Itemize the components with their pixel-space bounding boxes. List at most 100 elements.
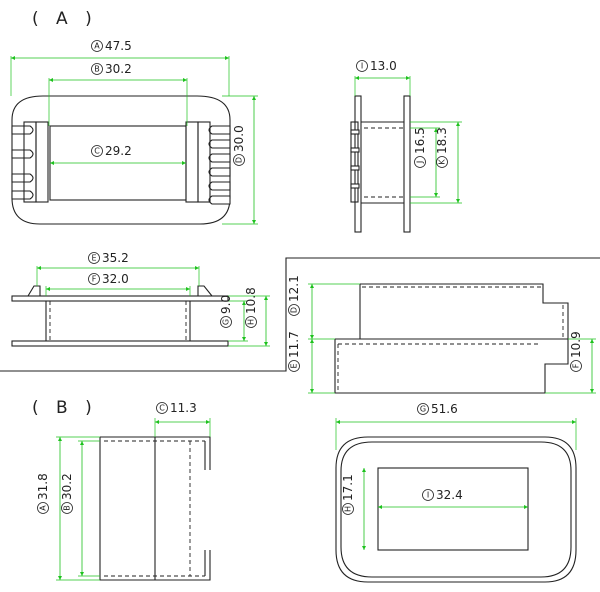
dimension-value: 18.3: [435, 127, 449, 154]
dimension-label-a1: A 47.5: [91, 39, 132, 53]
dimension-label-f1: F 32.0: [88, 272, 129, 286]
dim-a1: [10, 56, 230, 96]
dimension-label-a2: A 31.8: [36, 473, 50, 514]
dim-j1: [410, 127, 440, 198]
dimension-marker-circle: [245, 316, 257, 328]
dimension-label-d2: D 12.1: [287, 275, 301, 316]
dim-k1: [410, 121, 462, 204]
dimension-marker-letter: A: [94, 42, 100, 51]
dimension-marker-circle: [288, 360, 300, 372]
dimension-marker-letter: K: [438, 159, 447, 165]
section-divider: [0, 257, 600, 372]
dimension-marker-letter: E: [290, 363, 299, 368]
bobbin-side-view: [350, 95, 411, 233]
dimension-marker-letter: A: [39, 505, 48, 511]
dimension-marker-letter: I: [427, 491, 429, 500]
dimension-marker-letter: D: [290, 307, 299, 313]
dimension-value: 30.2: [60, 473, 74, 500]
dimension-value: 32.0: [102, 272, 129, 286]
dimension-marker-letter: G: [222, 319, 231, 325]
dim-f2: [545, 338, 596, 394]
dimension-label-c1: C 29.2: [91, 144, 132, 158]
dimension-marker-letter: H: [344, 506, 353, 512]
dimension-value: 11.3: [170, 401, 197, 415]
core-b-front-view: [99, 436, 211, 581]
dim-g2: [335, 418, 577, 450]
dimension-marker-letter: G: [420, 405, 426, 414]
dimension-marker-circle: [417, 403, 429, 415]
dimension-value: 29.2: [105, 144, 132, 158]
dim-e1: [36, 266, 200, 286]
dimension-value: 10.9: [569, 331, 583, 358]
dimension-marker-circle: [356, 60, 368, 72]
dim-g1: [228, 300, 248, 342]
dimension-marker-letter: H: [247, 319, 256, 325]
dimension-marker-letter: B: [63, 505, 72, 511]
dim-b2: [78, 440, 100, 577]
core-side-view: [334, 283, 569, 394]
core-b-top-view: [335, 436, 577, 583]
dimension-label-c2: C 11.3: [156, 401, 197, 415]
dimension-value: 16.5: [413, 127, 427, 154]
dimension-marker-letter: C: [94, 147, 100, 156]
dim-h1: [228, 295, 270, 347]
dimension-value: 51.6: [431, 402, 458, 416]
dimension-marker-circle: [88, 273, 100, 285]
dimension-label-i1: I 13.0: [356, 59, 397, 73]
dimension-label-j1: J 16.5: [413, 127, 427, 168]
bobbin-front-view: [11, 285, 229, 347]
dimension-marker-circle: [570, 360, 582, 372]
dimension-marker-circle: [61, 502, 73, 514]
dimension-marker-circle: [422, 489, 434, 501]
dim-d2: [308, 283, 360, 340]
dimension-label-e2: E 11.7: [287, 331, 301, 372]
dim-a2: [56, 436, 100, 581]
dimension-marker-letter: C: [159, 404, 165, 413]
dimension-value: 12.1: [287, 275, 301, 302]
dimension-value: 31.8: [36, 473, 50, 500]
dim-f1: [45, 286, 191, 296]
dimension-value: 32.4: [436, 488, 463, 502]
section-a-label: ( A ): [32, 9, 98, 29]
dimension-value: 17.1: [341, 474, 355, 501]
dimension-marker-circle: [288, 304, 300, 316]
dimension-marker-circle: [156, 402, 168, 414]
dim-i1: [354, 76, 411, 96]
dimension-value: 10.8: [244, 287, 258, 314]
dim-c2: [154, 418, 211, 437]
dimension-value: 30.0: [232, 125, 246, 152]
dimension-value: 30.2: [105, 62, 132, 76]
dimension-marker-circle: [414, 156, 426, 168]
dimension-marker-letter: D: [235, 157, 244, 163]
dimension-marker-letter: F: [572, 363, 581, 368]
dimension-marker-letter: I: [361, 62, 363, 71]
section-b-label: ( B ): [32, 398, 98, 418]
dim-d1: [222, 95, 258, 225]
dimension-value: 9.0: [219, 295, 233, 314]
dimension-label-b2: B 30.2: [60, 473, 74, 514]
dimension-marker-circle: [220, 316, 232, 328]
dimension-value: 13.0: [370, 59, 397, 73]
dim-e2: [308, 339, 335, 394]
dimension-label-k1: K 18.3: [435, 127, 449, 168]
dimension-marker-circle: [342, 503, 354, 515]
dimension-value: 35.2: [102, 251, 129, 265]
dimension-value: 47.5: [105, 39, 132, 53]
dimension-value: 11.7: [287, 331, 301, 358]
dimension-marker-letter: J: [416, 161, 425, 164]
dimension-marker-circle: [233, 154, 245, 166]
dimension-marker-circle: [436, 156, 448, 168]
dim-b1: [48, 78, 188, 126]
dimension-label-i2: I 32.4: [422, 488, 463, 502]
dimension-marker-circle: [91, 40, 103, 52]
dimension-label-g1: G 9.0: [219, 295, 233, 328]
dimension-label-f2: F 10.9: [569, 331, 583, 372]
dimension-label-h2: H 17.1: [341, 474, 355, 515]
dimension-marker-circle: [88, 252, 100, 264]
dimension-marker-circle: [91, 145, 103, 157]
dimension-marker-letter: F: [92, 275, 97, 284]
dimension-marker-circle: [37, 502, 49, 514]
bobbin-top-view: [11, 95, 231, 225]
